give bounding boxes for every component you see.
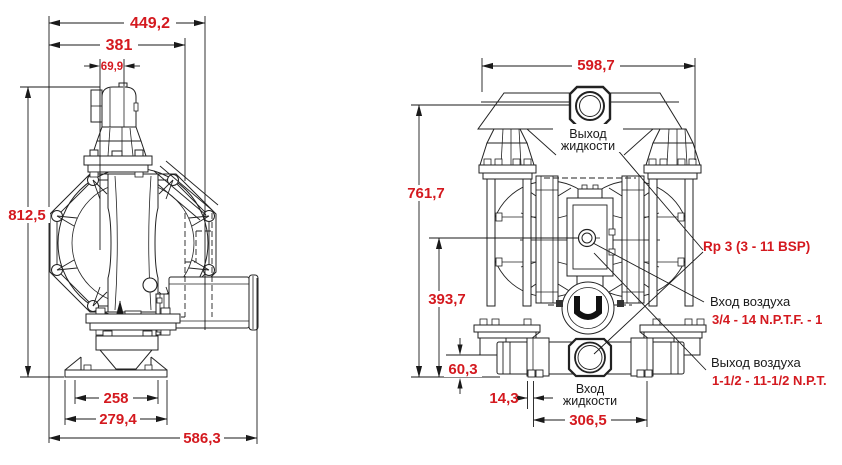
label-air-inlet-thread: 3/4 - 14 N.P.T.F. - 1 [712, 312, 822, 327]
dim-overall-height: 812,5 [8, 207, 46, 224]
label-air-inlet: Вход воздуха [710, 294, 791, 309]
dim-foot-offset: 14,3 [489, 390, 518, 407]
leader-fluid-thread-top [603, 133, 704, 251]
label-fluid-inlet-line2: жидкости [563, 394, 617, 408]
base-assembly [64, 307, 181, 378]
label-air-outlet: Выход воздуха [711, 355, 801, 370]
label-air-outlet-thread: 1-1/2 - 11-1/2 N.P.T. [712, 373, 827, 388]
dim-foot-spacing: 306,5 [569, 412, 607, 429]
dim-manifold-width: 381 [106, 37, 133, 54]
air-inlet-port [577, 228, 597, 248]
clamp-bands [520, 175, 660, 304]
bottom-manifold [473, 318, 707, 378]
dim-overall-width-front: 449,2 [130, 15, 170, 32]
front-view-drawing [49, 82, 259, 378]
check-ball [142, 277, 158, 293]
dim-base-inner-width: 258 [103, 390, 128, 407]
dim-overall-width-side: 598,7 [577, 57, 615, 74]
leader-air-inlet [592, 242, 705, 303]
air-valve-block [566, 184, 616, 277]
leader-fluid-thread-bottom [593, 251, 704, 355]
label-fluid-inlet-line1: Вход [576, 382, 605, 396]
dim-outlet-offset: 69,9 [101, 61, 123, 73]
dim-base-offset: 60,3 [448, 361, 477, 378]
dim-overall-depth: 586,3 [183, 430, 221, 447]
exhaust-muffler [556, 275, 624, 335]
label-fluid-outlet-line1: Выход [569, 127, 607, 141]
top-manifold [477, 85, 702, 180]
side-view-drawing [473, 85, 707, 378]
leader-air-outlet [593, 252, 707, 371]
annotation-text: 449,2 381 69,9 812,5 258 279,4 586,3 598… [4, 15, 827, 447]
dim-base-outer-width: 279,4 [99, 411, 137, 428]
leader-lines [592, 133, 707, 371]
dim-outlet-height: 761,7 [407, 185, 445, 202]
top-port-assembly [83, 82, 153, 178]
label-fluid-outlet-line2: жидкости [561, 139, 615, 153]
label-fluid-thread: Rp 3 (3 - 11 BSP) [703, 239, 810, 254]
dim-axis-height: 393,7 [428, 291, 466, 308]
